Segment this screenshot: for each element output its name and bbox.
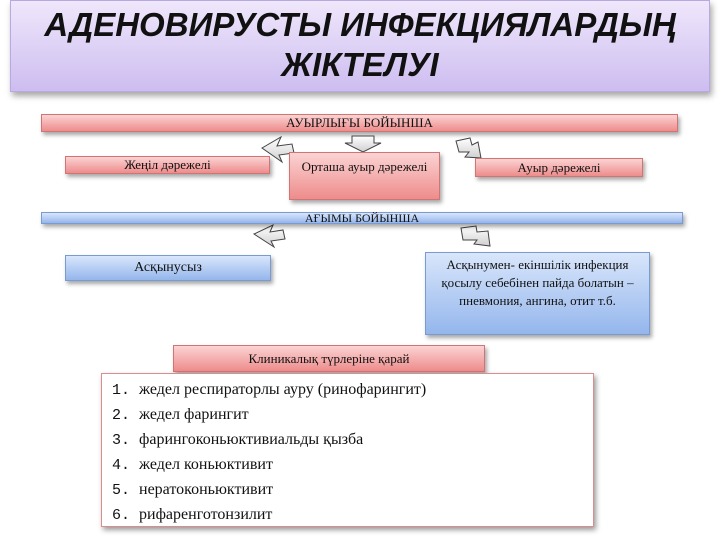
list-item: 5. нератоконьюктивит <box>112 478 593 503</box>
list-text: фарингоконьюктивиальды қызба <box>139 431 364 448</box>
arrow-to-uncomplicated <box>252 223 286 249</box>
list-item: 1. жедел респираторлы ауру (ринофарингит) <box>112 378 593 403</box>
list-number: 2. <box>112 407 131 424</box>
arrow-to-medium <box>344 135 382 153</box>
clinical-header: Клиникалық түрлеріне қарай <box>173 345 485 372</box>
list-number: 5. <box>112 482 131 499</box>
list-text: жедел фарингит <box>139 406 249 423</box>
severity-medium: Орташа ауыр дәрежелі <box>289 152 440 200</box>
list-number: 1. <box>112 382 131 399</box>
list-number: 3. <box>112 432 131 449</box>
clinical-forms-list: 1. жедел респираторлы ауру (ринофарингит)… <box>101 373 594 527</box>
list-item: 4. жедел коньюктивит <box>112 453 593 478</box>
severity-severe: Ауыр дәрежелі <box>475 158 643 177</box>
list-item: 6. рифаренготонзилит <box>112 503 593 528</box>
course-header: АҒЫМЫ БОЙЫНША <box>41 212 683 224</box>
title-line-1: АДЕНОВИРУСТЫ ИНФЕКЦИЯЛАРДЫҢ <box>44 6 676 43</box>
list-text: рифаренготонзилит <box>139 506 273 523</box>
severity-header: АУЫРЛЫҒЫ БОЙЫНША <box>41 114 678 132</box>
title-box: АДЕНОВИРУСТЫ ИНФЕКЦИЯЛАРДЫҢ ЖІКТЕЛУІ <box>10 0 710 92</box>
arrow-to-severe <box>455 137 482 159</box>
title-line-2: ЖІКТЕЛУІ <box>281 46 439 83</box>
course-uncomplicated: Асқынусыз <box>65 255 271 281</box>
list-number: 6. <box>112 507 131 524</box>
list-text: жедел коньюктивит <box>139 456 273 473</box>
arrow-to-complicated <box>460 225 491 247</box>
list-item: 3. фарингоконьюктивиальды қызба <box>112 428 593 453</box>
course-complicated: Асқынумен- екіншілік инфекция қосылу себ… <box>425 252 650 335</box>
severity-mild: Жеңіл дәрежелі <box>65 156 270 174</box>
list-number: 4. <box>112 457 131 474</box>
list-text: нератоконьюктивит <box>139 481 274 498</box>
arrow-to-mild <box>261 135 295 164</box>
list-item: 2. жедел фарингит <box>112 403 593 428</box>
list-text: жедел респираторлы ауру (ринофарингит) <box>139 381 427 398</box>
